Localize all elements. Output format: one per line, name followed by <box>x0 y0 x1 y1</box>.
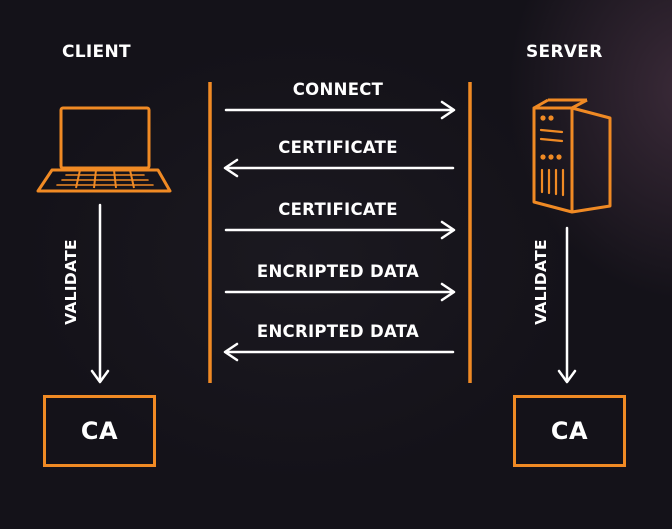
client-ca-label: CA <box>80 417 119 445</box>
server-validate-label: VALIDATE <box>532 239 550 325</box>
client-heading: CLIENT <box>62 42 131 62</box>
message-label-certificate-2: CERTIFICATE <box>278 200 398 219</box>
message-label-connect: CONNECT <box>292 80 384 99</box>
arrow-encrypted-to-server <box>224 282 456 302</box>
client-validate-label: VALIDATE <box>62 239 80 325</box>
message-label-encrypted-2: ENCRIPTED DATA <box>256 322 420 341</box>
server-heading: SERVER <box>526 42 603 62</box>
client-ca-box: CA <box>43 395 156 467</box>
arrow-certificate-to-server <box>224 220 456 240</box>
arrow-encrypted-to-client <box>223 342 455 362</box>
server-tower-icon <box>532 98 612 214</box>
message-label-encrypted-1: ENCRIPTED DATA <box>256 262 420 281</box>
server-ca-label: CA <box>550 417 589 445</box>
arrow-connect <box>224 100 456 120</box>
arrow-certificate-from-server <box>223 158 455 178</box>
server-ca-box: CA <box>513 395 626 467</box>
server-validate-arrow <box>557 226 577 384</box>
message-label-certificate-1: CERTIFICATE <box>278 138 398 157</box>
laptop-icon <box>36 106 172 193</box>
client-validate-arrow <box>90 203 110 384</box>
